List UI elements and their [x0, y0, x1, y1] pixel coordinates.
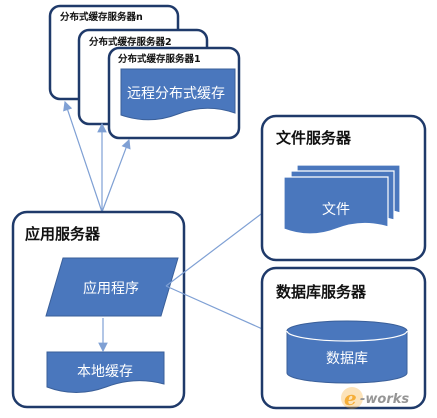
db-server-title: 数据库服务器	[276, 283, 367, 301]
file-server: 文件服务器 文件	[260, 114, 427, 262]
file-label: 文件	[322, 202, 350, 218]
cache-server-n-title: 分布式缓存服务器n	[60, 11, 143, 23]
file-stack-shape: 文件	[283, 164, 401, 235]
arrow-to-cache-1	[101, 138, 131, 213]
database-cylinder: 数据库	[286, 320, 408, 384]
cache-connection-arrows	[63, 100, 131, 213]
app-server-title: 应用服务器	[25, 225, 101, 243]
database-label: 数据库	[326, 351, 368, 367]
local-cache-label: 本地缓存	[77, 364, 133, 380]
cache-server-stack: 分布式缓存服务器n 分布式缓存服务器2 分布式缓存服务器1 远程分布式缓存	[48, 4, 241, 140]
file-server-title: 文件服务器	[276, 129, 352, 147]
cache-server-1: 分布式缓存服务器1 远程分布式缓存	[107, 46, 241, 140]
app-program-shape: 应用程序	[45, 257, 179, 317]
app-program-label: 应用程序	[83, 280, 139, 297]
remote-cache-shape: 远程分布式缓存	[120, 68, 236, 121]
db-server: 数据库服务器 数据库	[260, 266, 427, 410]
app-server: 应用服务器 应用程序 本地缓存	[11, 210, 186, 409]
arrow-to-cache-n	[63, 100, 103, 213]
local-cache-shape: 本地缓存	[46, 351, 165, 393]
svg-text:-works: -works	[360, 392, 409, 407]
remote-cache-label: 远程分布式缓存	[127, 86, 225, 102]
svg-text:e: e	[344, 386, 357, 410]
cache-server-2-title: 分布式缓存服务器2	[89, 36, 172, 48]
cache-server-1-title: 分布式缓存服务器1	[118, 53, 201, 65]
eworks-logo: e e-works -works	[341, 386, 409, 410]
